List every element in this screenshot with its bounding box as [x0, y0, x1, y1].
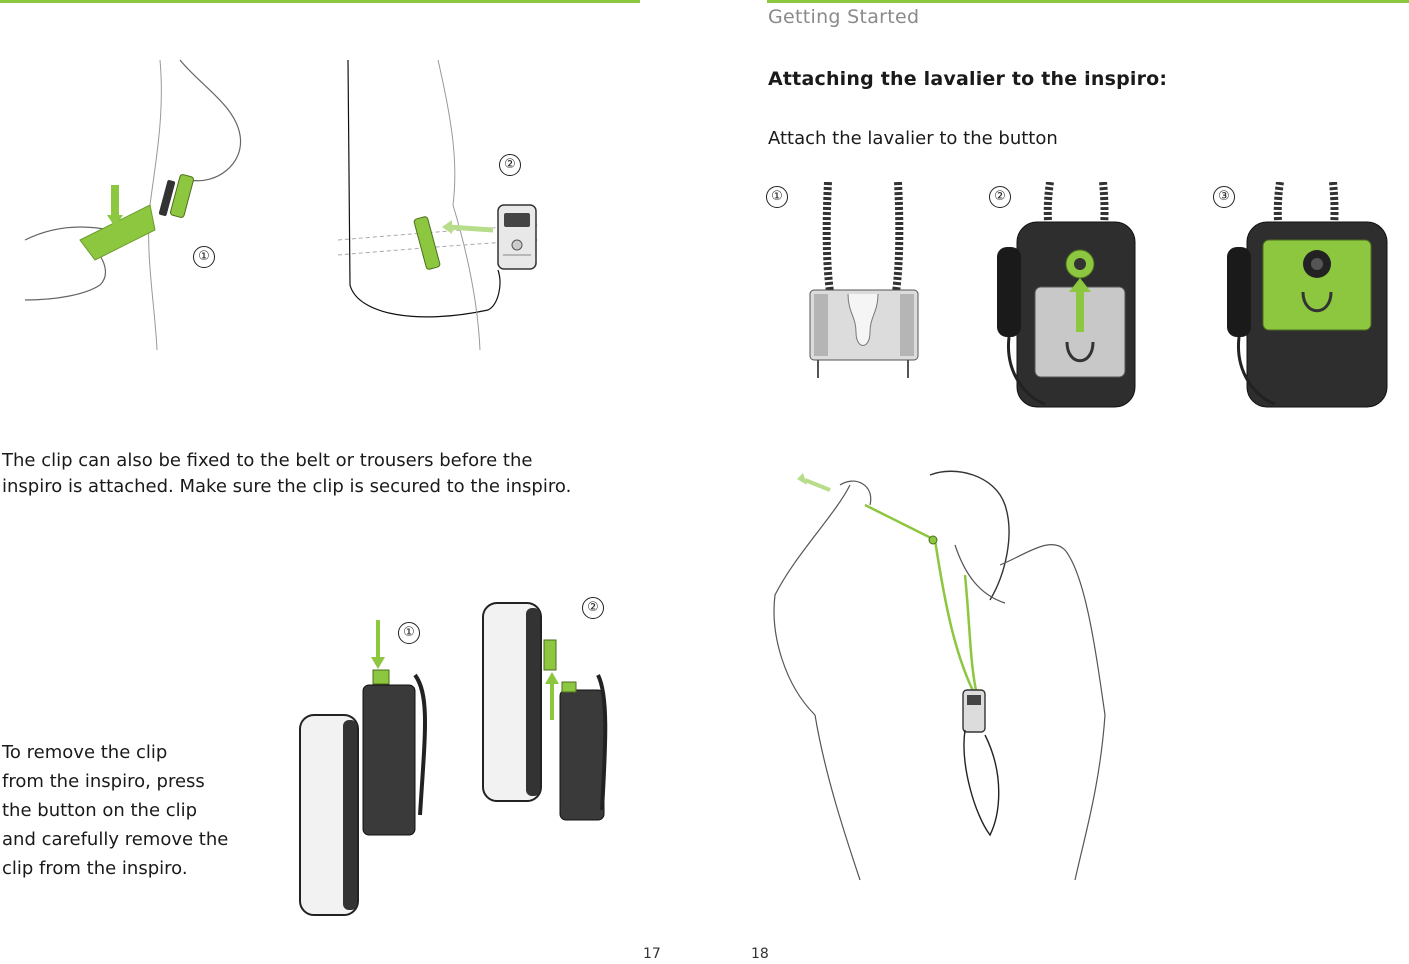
step-2-badge: ②: [582, 597, 604, 619]
page-heading: Attaching the lavalier to the inspiro:: [768, 68, 1168, 90]
step-2-badge: ②: [499, 154, 521, 176]
lavalier-attach-step3-illustration: [1227, 182, 1388, 408]
remove-clip-line: the button on the clip: [2, 800, 198, 821]
remove-clip-line: from the inspiro, press: [2, 771, 205, 792]
clip-instruction-line2: inspiro is attached. Make sure the clip …: [2, 476, 572, 497]
top-rule-right: [767, 0, 1409, 3]
step-1-badge: ①: [193, 246, 215, 268]
page-number-right: 18: [751, 946, 769, 962]
step-1-badge: ①: [766, 186, 788, 208]
lavalier-clip-illustration: [809, 182, 919, 378]
clip-removal-step2-illustration: [482, 602, 608, 821]
inspiro-belt-illustration: [338, 59, 539, 351]
remove-clip-line: and carefully remove the: [2, 829, 229, 850]
step-2-badge: ②: [989, 186, 1011, 208]
lavalier-attach-step2-illustration: [997, 182, 1136, 408]
top-rule-left: [0, 0, 640, 3]
step-1-badge: ①: [398, 622, 420, 644]
page-number-left: 17: [643, 946, 661, 962]
clip-instruction-text: The clip can also be fixed to the belt o…: [2, 448, 642, 500]
step-3-badge: ③: [1213, 186, 1235, 208]
person-wearing-lavalier-illustration: [773, 470, 1106, 881]
clip-removal-step1-illustration: [299, 620, 427, 916]
belt-clip-illustration: [24, 59, 242, 351]
remove-clip-line: clip from the inspiro.: [2, 858, 188, 879]
section-title: Getting Started: [768, 6, 920, 28]
remove-clip-text: To remove the clip from the inspiro, pre…: [2, 738, 262, 883]
remove-clip-line: To remove the clip: [2, 742, 168, 763]
instruction-text: Attach the lavalier to the button: [768, 128, 1058, 149]
clip-instruction-line1: The clip can also be fixed to the belt o…: [2, 450, 533, 471]
